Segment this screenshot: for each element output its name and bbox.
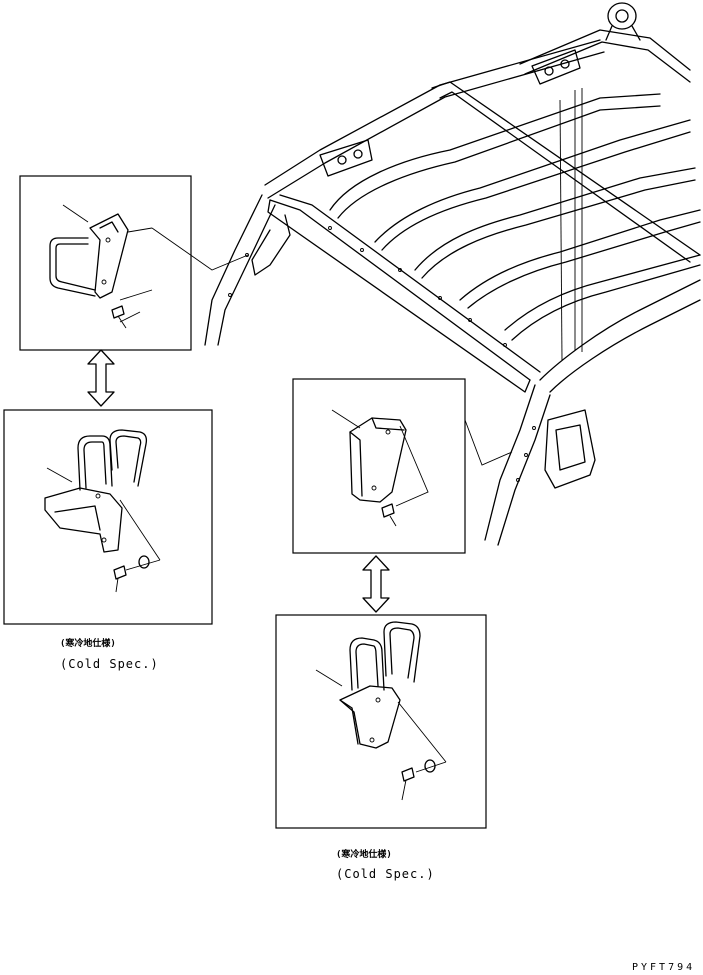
swap-arrow-2 xyxy=(362,555,390,613)
detail-box-1 xyxy=(19,175,192,351)
swap-arrow-1 xyxy=(87,349,115,407)
detail-box-3 xyxy=(292,378,466,554)
detail-box-2 xyxy=(3,409,213,625)
caption-right-en: (Cold Spec.) xyxy=(336,867,435,881)
caption-left-en: (Cold Spec.) xyxy=(60,657,159,671)
cab-frame xyxy=(204,2,701,546)
detail-box-4 xyxy=(275,614,487,829)
leader-lines xyxy=(151,227,513,466)
caption-right-jp: (寒冷地仕様) xyxy=(336,850,392,860)
caption-left-jp: (寒冷地仕様) xyxy=(60,639,116,649)
drawing-code: PYFT794 xyxy=(632,962,696,973)
